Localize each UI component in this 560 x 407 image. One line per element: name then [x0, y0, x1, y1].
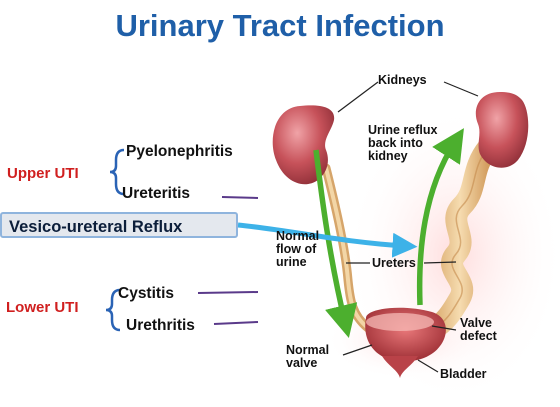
cystitis-connector — [197, 291, 259, 294]
vur-pointer-arrow — [237, 222, 418, 258]
urethritis-label: Urethritis — [126, 317, 195, 334]
urine-reflux-label: Urine reflux back into kidney — [368, 123, 438, 163]
bladder-label: Bladder — [440, 367, 487, 381]
urethritis-connector — [213, 321, 259, 325]
normal-flow-label: Normal flow of urine — [276, 229, 320, 269]
lower-uti-label: Lower UTI — [6, 299, 79, 316]
pyelonephritis-label: Pyelonephritis — [126, 143, 233, 160]
upper-uti-label: Upper UTI — [7, 165, 79, 182]
valve-defect-label: Valve defect — [460, 316, 497, 343]
right-kidney — [475, 92, 529, 168]
bladder-shape — [365, 307, 446, 378]
cystitis-label: Cystitis — [118, 285, 174, 302]
page-title: Urinary Tract Infection — [115, 8, 445, 43]
lower-uti-bracket — [105, 288, 121, 332]
upper-uti-bracket — [109, 148, 125, 196]
ureteritis-label: Ureteritis — [122, 185, 191, 202]
normal-flow-arrow — [313, 149, 358, 339]
reflux-arrow — [416, 128, 464, 306]
normal-valve-label: Normal valve — [286, 343, 330, 370]
ureteritis-connector — [221, 196, 259, 199]
kidneys-label: Kidneys — [378, 73, 427, 87]
vur-label: Vesico-ureteral Reflux — [9, 218, 183, 236]
callout-lines — [337, 81, 479, 373]
vur-highlight-box: Vesico-ureteral Reflux — [0, 212, 238, 238]
ureters-label: Ureters — [372, 256, 416, 270]
